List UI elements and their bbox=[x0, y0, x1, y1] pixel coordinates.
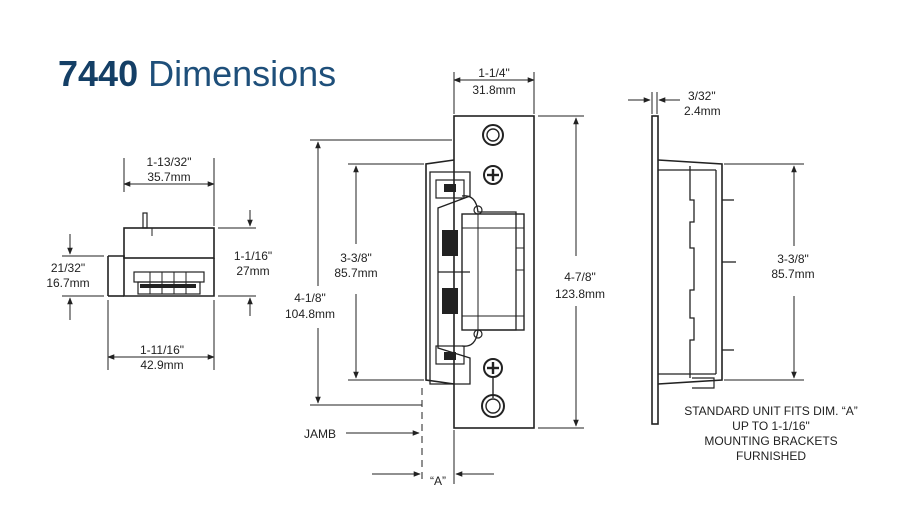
front-inner-height-in: 3-3/8" bbox=[340, 251, 372, 265]
front-outer-height-in: 4-1/8" bbox=[294, 291, 326, 305]
side-bottom-width-mm: 42.9mm bbox=[140, 358, 183, 372]
side-left-height-mm: 16.7mm bbox=[46, 276, 89, 290]
page-title: 7440 Dimensions bbox=[58, 52, 336, 96]
model-number: 7440 bbox=[58, 53, 139, 94]
side-right-height-in: 1-1/16" bbox=[234, 249, 272, 263]
dimension-a-label: “A” bbox=[430, 474, 446, 488]
jamb-label: JAMB bbox=[304, 427, 336, 441]
side-right-height-mm: 27mm bbox=[236, 264, 269, 278]
front-plate-height-in: 4-7/8" bbox=[564, 270, 596, 284]
profile-height-in: 3-3/8" bbox=[777, 252, 809, 266]
profile-view bbox=[628, 92, 804, 425]
mounting-note: STANDARD UNIT FITS DIM. “A” UP TO 1-1/16… bbox=[684, 404, 858, 463]
note-line: MOUNTING BRACKETS bbox=[704, 434, 837, 448]
front-view bbox=[310, 72, 584, 484]
note-line: STANDARD UNIT FITS DIM. “A” bbox=[684, 404, 858, 418]
profile-thickness-in: 3/32" bbox=[688, 89, 716, 103]
profile-thickness-mm: 2.4mm bbox=[684, 104, 721, 118]
front-outer-height-mm: 104.8mm bbox=[285, 307, 335, 321]
side-top-width-mm: 35.7mm bbox=[147, 170, 190, 184]
front-inner-height-mm: 85.7mm bbox=[334, 266, 377, 280]
side-bottom-width-in: 1-11/16" bbox=[140, 343, 184, 357]
note-line: UP TO 1-1/16" bbox=[732, 419, 810, 433]
note-line: FURNISHED bbox=[736, 449, 806, 463]
side-left-height-in: 21/32" bbox=[51, 261, 85, 275]
front-top-width-in: 1-1/4" bbox=[478, 66, 510, 80]
front-plate-height-mm: 123.8mm bbox=[555, 287, 605, 301]
front-top-width-mm: 31.8mm bbox=[472, 83, 515, 97]
profile-height-mm: 85.7mm bbox=[771, 267, 814, 281]
title-text: Dimensions bbox=[148, 53, 337, 94]
side-top-width-in: 1-13/32" bbox=[147, 155, 192, 169]
side-view bbox=[62, 158, 256, 370]
